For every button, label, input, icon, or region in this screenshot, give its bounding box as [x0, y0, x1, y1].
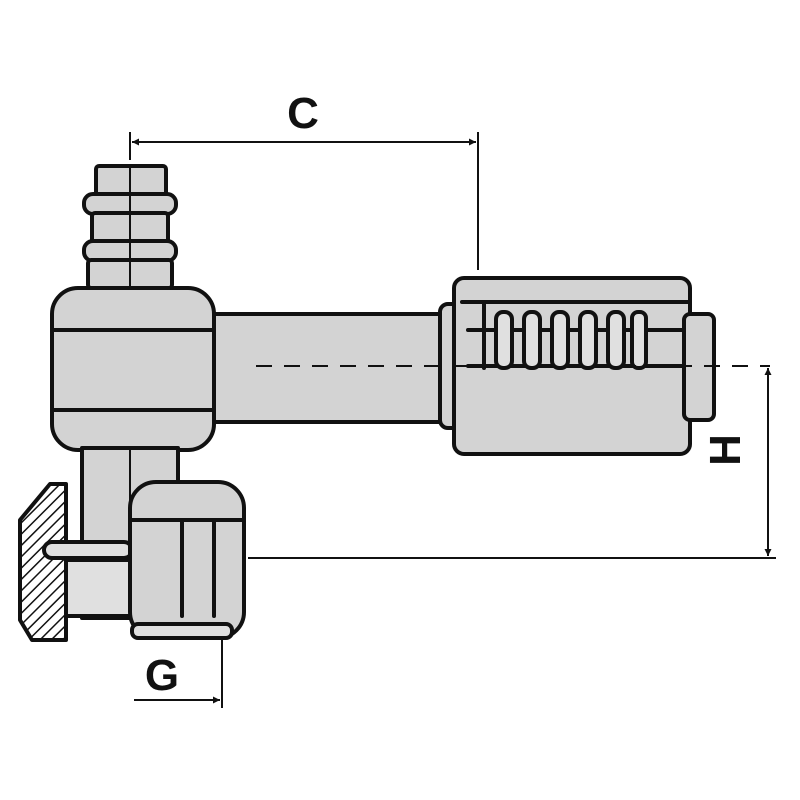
swivel-nut-section: [18, 482, 134, 642]
dimension-h: H: [248, 368, 776, 559]
service-valve: [82, 164, 178, 290]
dimension-h-label: H: [701, 434, 750, 466]
tube: [208, 312, 462, 424]
elbow-hex-body: [50, 286, 216, 452]
dimension-c-label: C: [287, 89, 319, 138]
dimension-g-label: G: [145, 651, 179, 700]
lower-hex-nut: [128, 480, 246, 640]
dimension-g: G: [134, 636, 223, 708]
dimension-c: C: [129, 89, 479, 270]
